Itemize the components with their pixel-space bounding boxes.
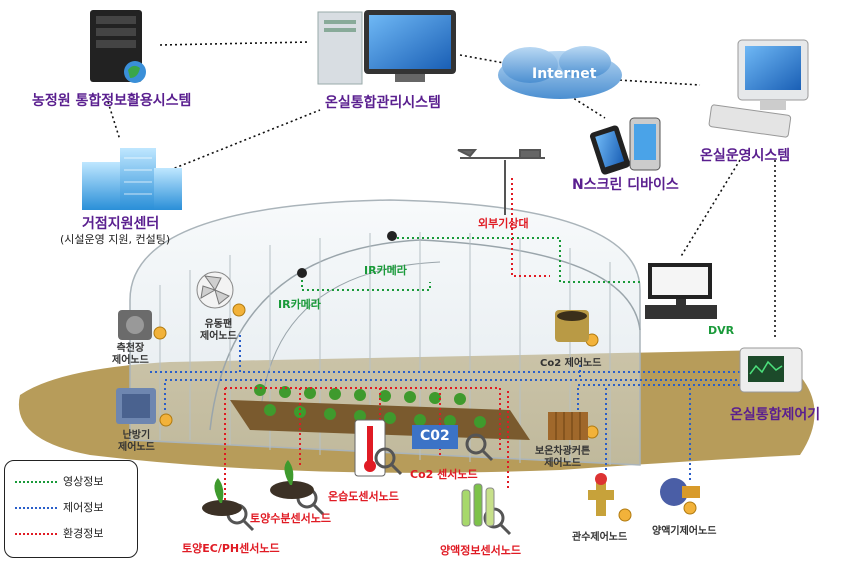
legend-swatch bbox=[15, 533, 57, 535]
dvr-label: DVR bbox=[708, 324, 735, 337]
soil-moisture-icon bbox=[270, 460, 314, 499]
legend-item-video: 영상정보 bbox=[15, 473, 103, 489]
legend-label: 영상정보 bbox=[63, 475, 104, 488]
farm-system-label: 농정원 통합정보활용시스템 bbox=[32, 93, 192, 109]
integrated-ctrl-label: 온실통합제어기 bbox=[730, 407, 821, 423]
n-screen-devices-icon bbox=[589, 117, 661, 175]
legend-label: 환경정보 bbox=[63, 527, 104, 540]
curtain-label: 보온차광커튼 제어노드 bbox=[535, 446, 591, 469]
legend-item-environment: 환경정보 bbox=[15, 525, 103, 541]
fan-icon bbox=[196, 271, 234, 309]
internet-cloud-icon bbox=[498, 46, 622, 99]
weather-station-label: 외부기상대 bbox=[478, 217, 529, 230]
soil-moisture-label: 토양수분센서노드 bbox=[250, 512, 331, 525]
ir-camera-label-2: IR카메라 bbox=[278, 298, 321, 311]
greenhouse-ops-label: 온실운영시스템 bbox=[700, 148, 791, 164]
gear-icon bbox=[153, 303, 697, 522]
ops-pc-icon bbox=[708, 39, 809, 138]
legend-swatch bbox=[15, 481, 57, 483]
support-center-building-icon bbox=[82, 148, 182, 210]
legend-item-control: 제어정보 bbox=[15, 499, 103, 515]
server-icon bbox=[90, 10, 146, 83]
co2-control-icon bbox=[555, 310, 589, 342]
soil-ec-icon bbox=[202, 478, 242, 516]
heater-label: 난방기 제어노드 bbox=[118, 430, 155, 453]
dvr-icon bbox=[645, 263, 717, 319]
co2-box-label: C02 bbox=[420, 428, 450, 444]
soil-ec-label: 토양EC/PH센서노드 bbox=[182, 542, 280, 555]
weather-station-icon bbox=[457, 149, 545, 215]
central-pc-icon bbox=[317, 10, 456, 85]
ir-camera-icon bbox=[387, 231, 397, 241]
integrated-controller-icon bbox=[739, 347, 803, 393]
legend: 영상정보 제어정보 환경정보 bbox=[4, 460, 138, 558]
irrigation-label: 관수제어노드 bbox=[572, 532, 628, 543]
faucet-icon bbox=[588, 473, 614, 516]
support-center-label: 거점지원센터 bbox=[82, 216, 160, 232]
ir-camera-label-1: IR카메라 bbox=[364, 264, 407, 277]
curtain-icon bbox=[548, 412, 588, 440]
internet-label: Internet bbox=[532, 66, 597, 82]
video-info-lines bbox=[301, 237, 640, 291]
nutrient-sensor-label: 양액정보센서노드 bbox=[440, 544, 521, 557]
support-center-sub-label: (시설운영 지원, 컨설팅) bbox=[60, 233, 171, 246]
shade-motor-icon bbox=[118, 310, 152, 340]
nutrient-test-tubes-icon bbox=[461, 483, 495, 527]
nutrient-ctrl-label: 양액기제어노드 bbox=[652, 526, 717, 537]
co2-sensor-label: Co2 센서노드 bbox=[410, 468, 478, 481]
legend-label: 제어정보 bbox=[63, 501, 104, 514]
temp-humid-label: 온습도센서노드 bbox=[328, 490, 399, 503]
fan-label: 유동팬 제어노드 bbox=[200, 319, 237, 342]
n-screen-label: N스크린 디바이스 bbox=[572, 177, 679, 193]
heater-icon bbox=[116, 388, 156, 424]
greenhouse-mgmt-label: 온실통합관리시스템 bbox=[325, 95, 441, 111]
co2-sensor-box bbox=[412, 425, 458, 449]
shade-label: 측천장 제어노드 bbox=[112, 343, 149, 366]
pump-icon bbox=[660, 478, 700, 506]
control-info-lines bbox=[150, 335, 740, 480]
legend-swatch bbox=[15, 507, 57, 509]
ir-camera-icon bbox=[297, 268, 307, 278]
thermometer-icon bbox=[354, 419, 386, 477]
co2-control-label: Co2 제어노드 bbox=[540, 358, 602, 369]
